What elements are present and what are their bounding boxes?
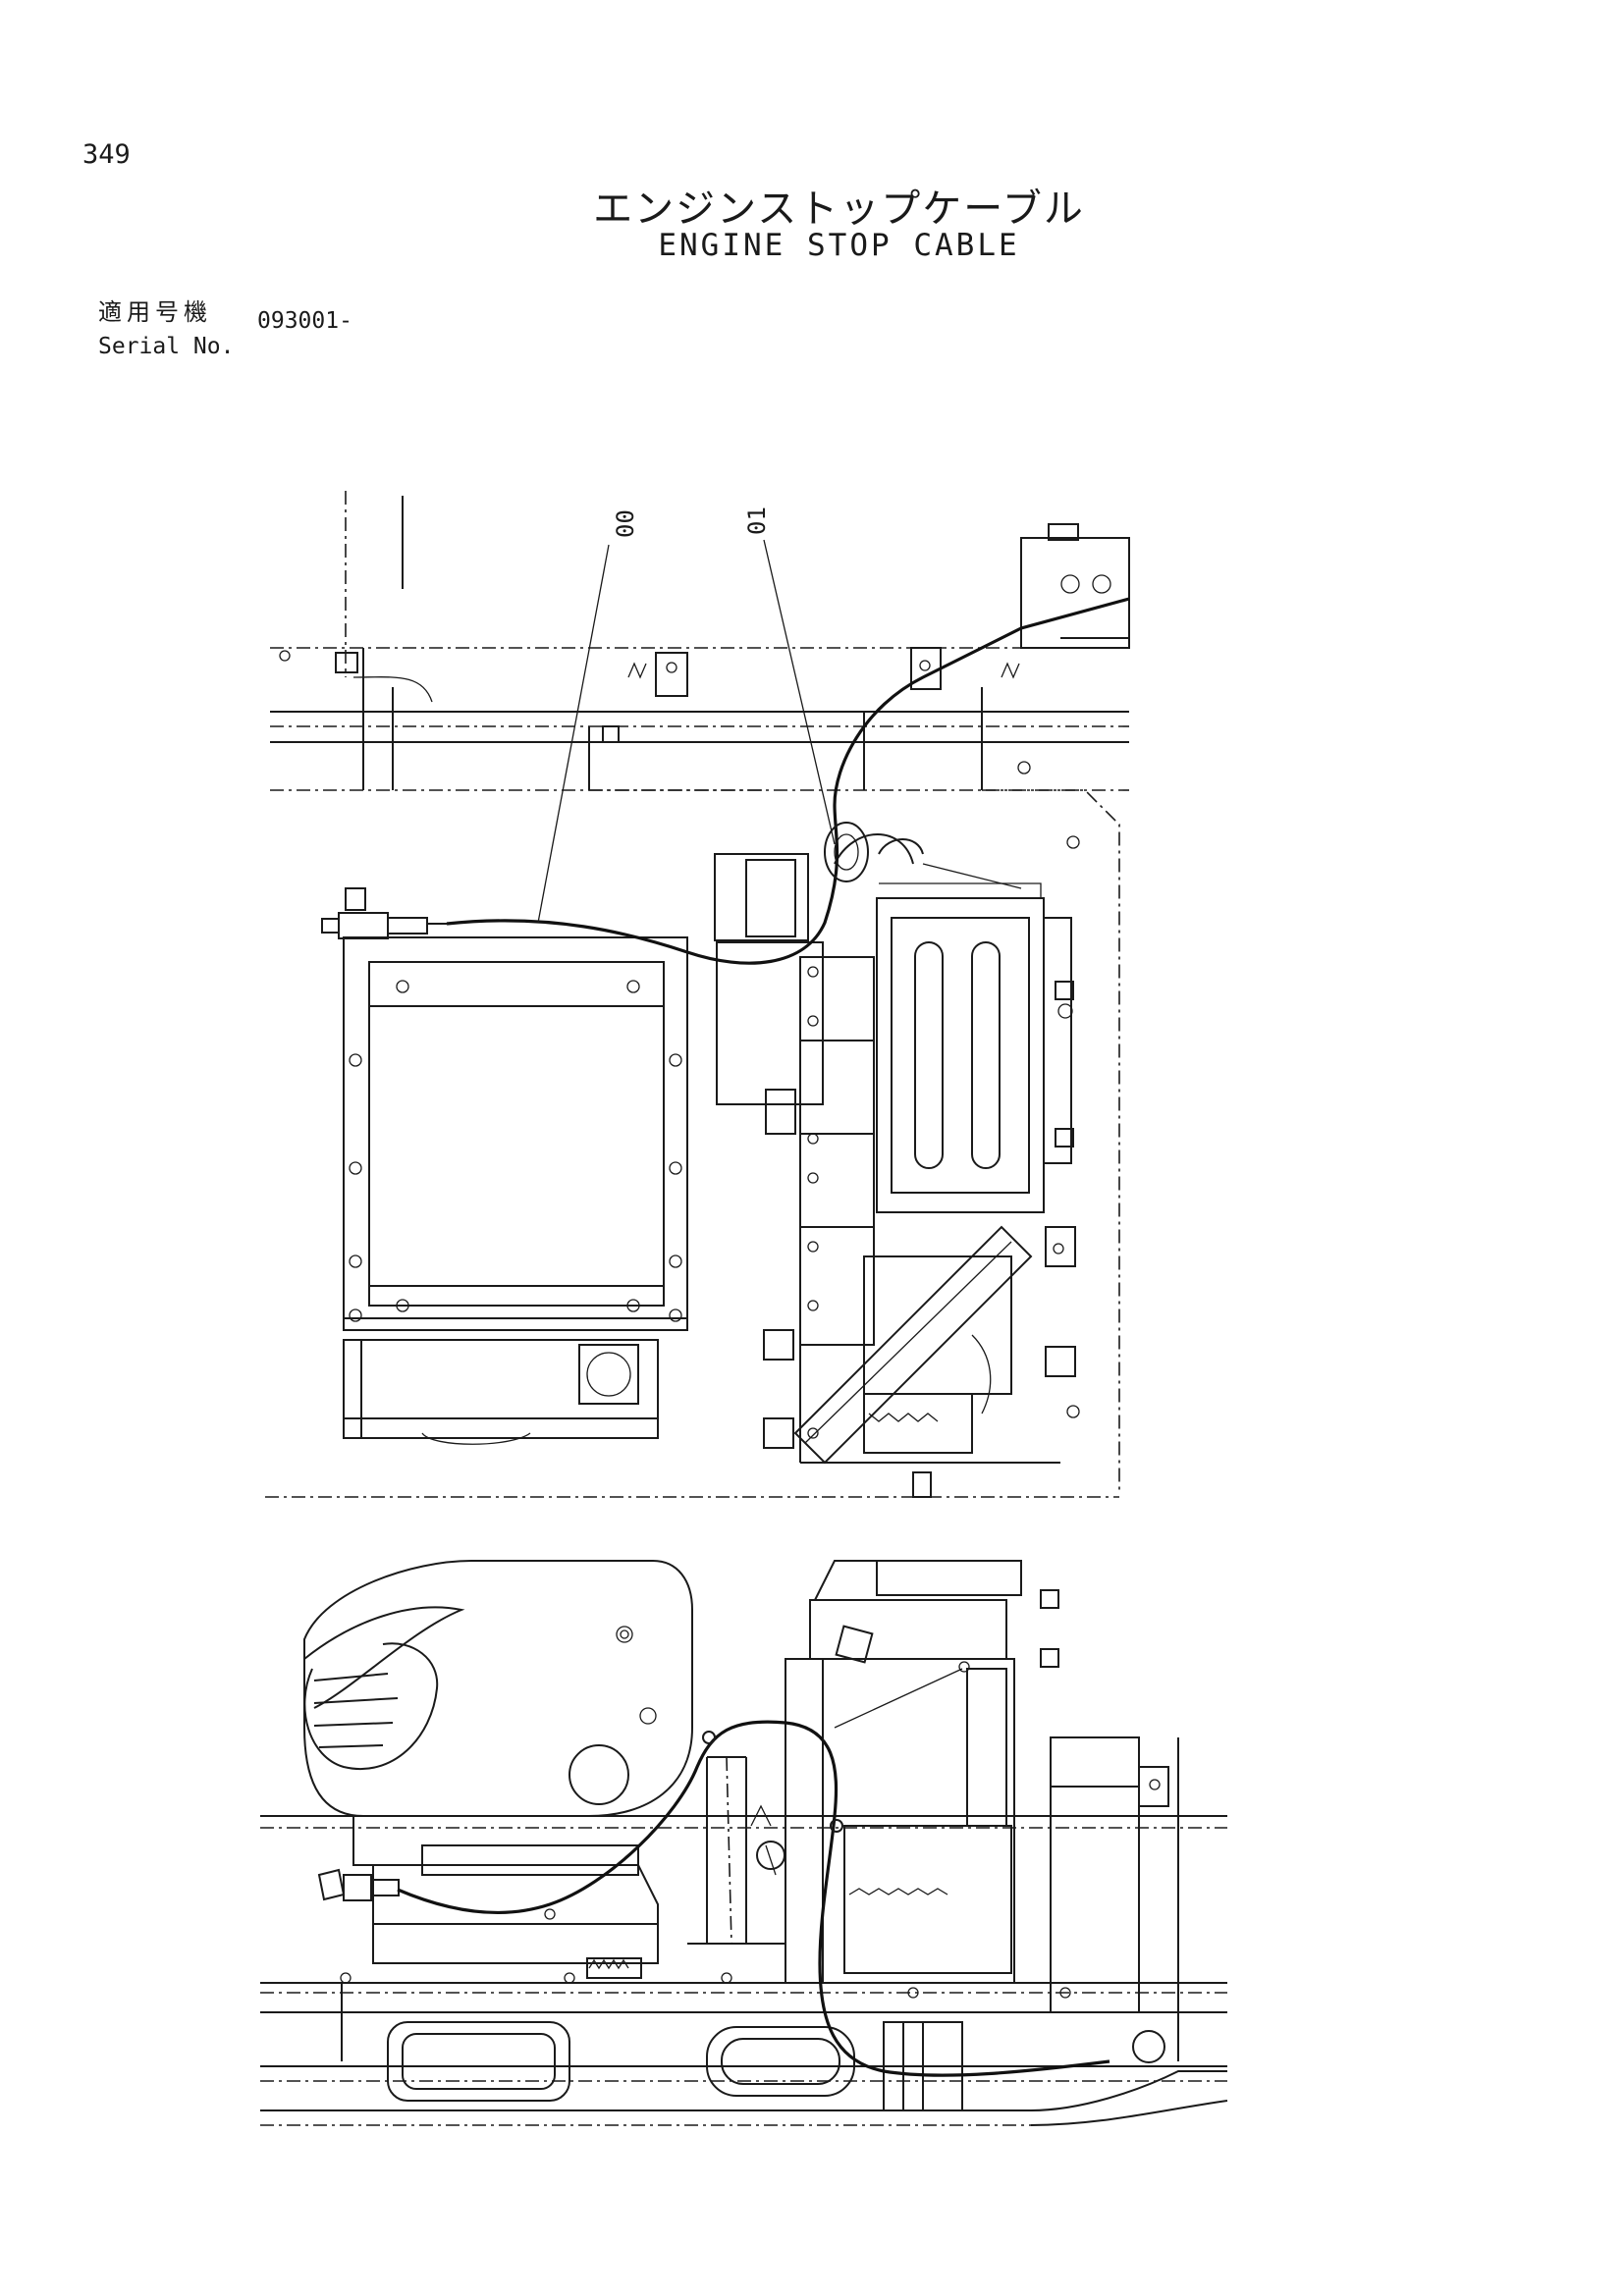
title-english: ENGINE STOP CABLE bbox=[658, 228, 1020, 263]
engine-block bbox=[714, 853, 1060, 1464]
leader-01 bbox=[763, 539, 836, 845]
title-japanese: エンジンストップケーブル bbox=[593, 187, 1085, 232]
cable-clamp bbox=[824, 822, 869, 882]
top-right-component bbox=[1020, 523, 1130, 649]
top-view: 00 01 bbox=[265, 491, 1130, 1498]
center-housing bbox=[687, 1560, 1059, 1984]
stop-knob bbox=[321, 918, 340, 934]
callout-01: 01 bbox=[743, 507, 771, 535]
stop-knob-side bbox=[317, 1868, 346, 1901]
page-number: 349 bbox=[82, 139, 131, 170]
engine-stop-cable-side bbox=[317, 1661, 1110, 2077]
callout-00: 00 bbox=[612, 509, 639, 538]
radiator bbox=[343, 936, 688, 1331]
frame-outline bbox=[982, 789, 1120, 1492]
radiator-lower-tank bbox=[343, 1339, 659, 1445]
serial-label-english: Serial No. bbox=[98, 334, 235, 359]
engine-body bbox=[352, 1816, 659, 1979]
lower-frame bbox=[260, 1737, 1228, 2126]
side-view bbox=[260, 1560, 1228, 2126]
upper-frame-rails bbox=[270, 647, 1129, 791]
leader-00 bbox=[537, 544, 610, 924]
serial-number-value: 093001- bbox=[257, 308, 352, 334]
serial-label-japanese: 適用号機 bbox=[98, 298, 212, 326]
cylinder-head bbox=[834, 833, 1074, 1213]
engine-stop-cable-top bbox=[321, 597, 1130, 965]
lower-assembly bbox=[793, 1225, 1076, 1465]
side-right-component bbox=[1050, 1736, 1169, 2013]
cable-mount-bracket bbox=[345, 887, 366, 911]
engine-cover bbox=[303, 1560, 693, 1817]
